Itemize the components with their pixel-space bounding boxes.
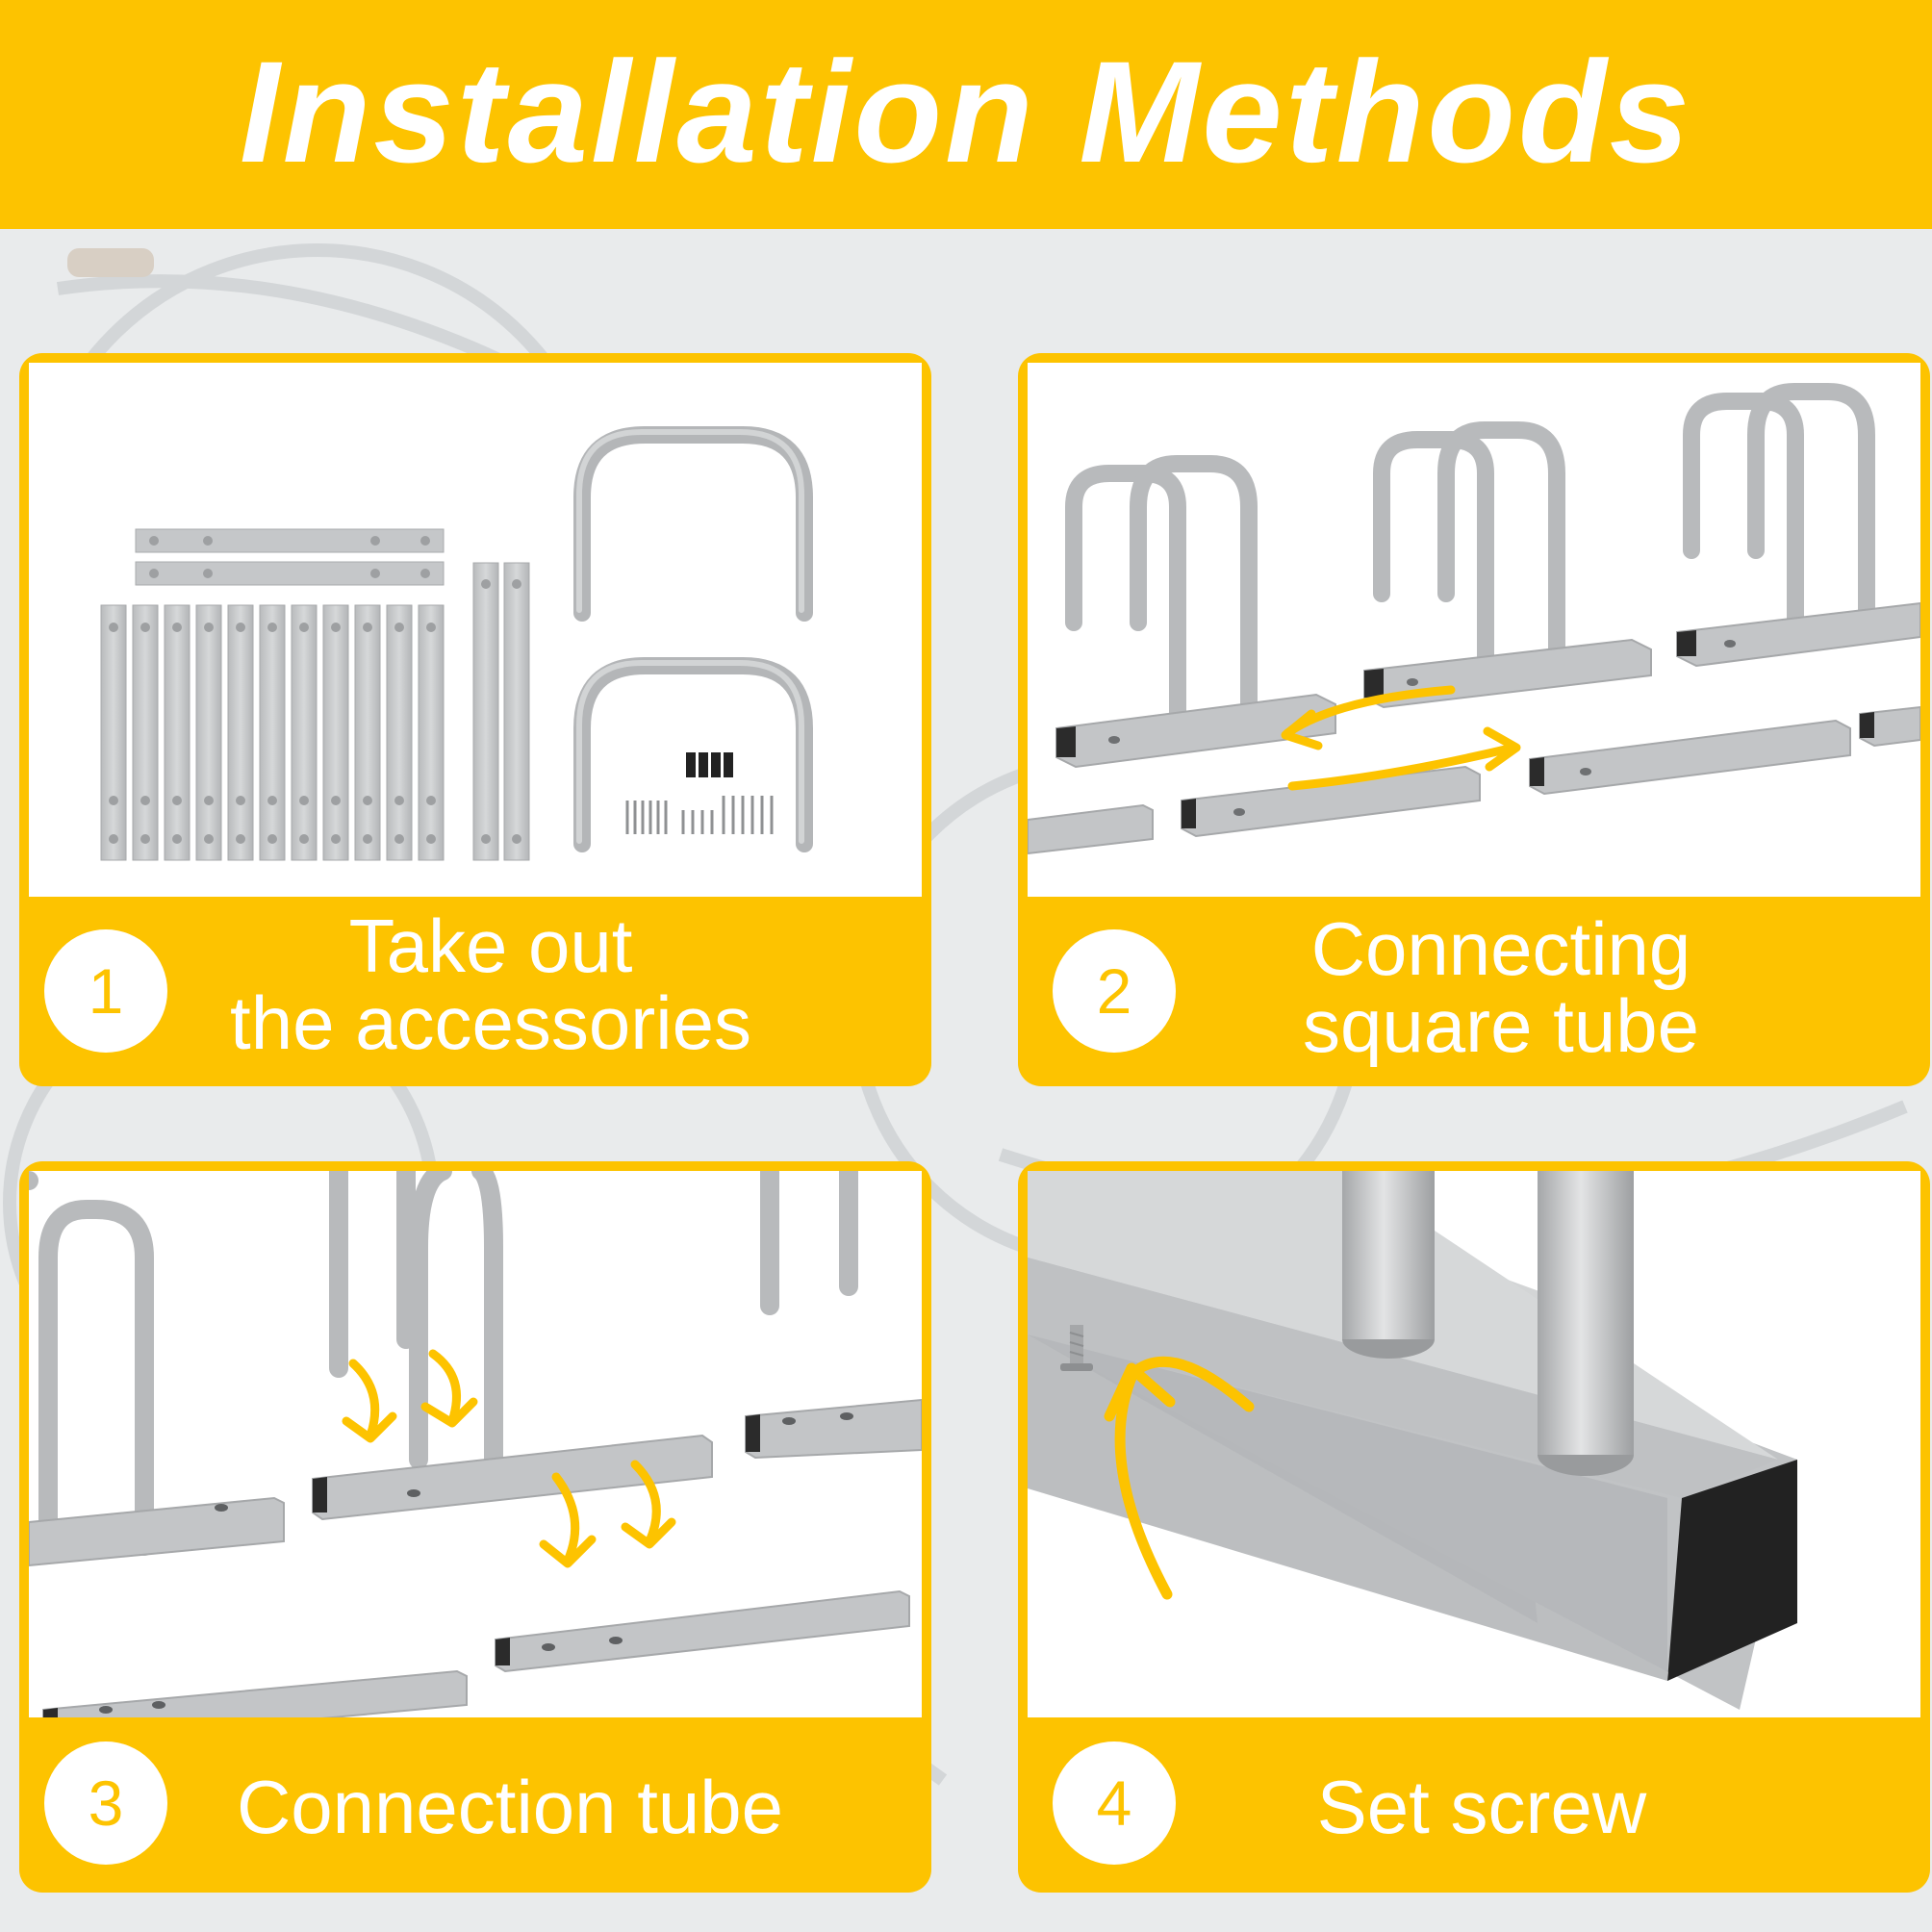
page-title: Installation Methods	[239, 31, 1693, 192]
step-2-image	[1028, 363, 1920, 897]
step-3-card	[19, 1161, 931, 1893]
connection-tube-illustration	[29, 1171, 922, 1717]
step-4-number: 4	[1053, 1741, 1176, 1865]
step-4-card	[1018, 1161, 1930, 1893]
step-4-label: Set screw	[1251, 1768, 1713, 1845]
accessories-illustration	[100, 426, 813, 861]
step-3-image	[29, 1171, 922, 1717]
title-banner: Installation Methods	[0, 0, 1932, 229]
step-1-label-line-1: Take out	[348, 903, 633, 988]
step-2-label-line-2: square tube	[1303, 983, 1699, 1068]
step-1-label-line-2: the accessories	[230, 980, 751, 1065]
step-1-card	[19, 353, 931, 1086]
step-4-label-line-1: Set screw	[1316, 1765, 1647, 1849]
step-1-image	[29, 363, 922, 897]
step-1-number: 1	[44, 929, 167, 1053]
step-3-number: 3	[44, 1741, 167, 1865]
connecting-square-tube-illustration	[1028, 383, 1920, 855]
set-screw-illustration	[1028, 1171, 1797, 1710]
step-2-label-line-1: Connecting	[1310, 906, 1691, 991]
step-1-label: Take out the accessories	[192, 907, 789, 1061]
step-4-image	[1028, 1171, 1920, 1717]
step-3-label-line-1: Connection tube	[236, 1765, 784, 1849]
step-2-label: Connecting square tube	[1232, 910, 1770, 1064]
step-3-label: Connection tube	[192, 1768, 827, 1845]
step-2-number: 2	[1053, 929, 1176, 1053]
